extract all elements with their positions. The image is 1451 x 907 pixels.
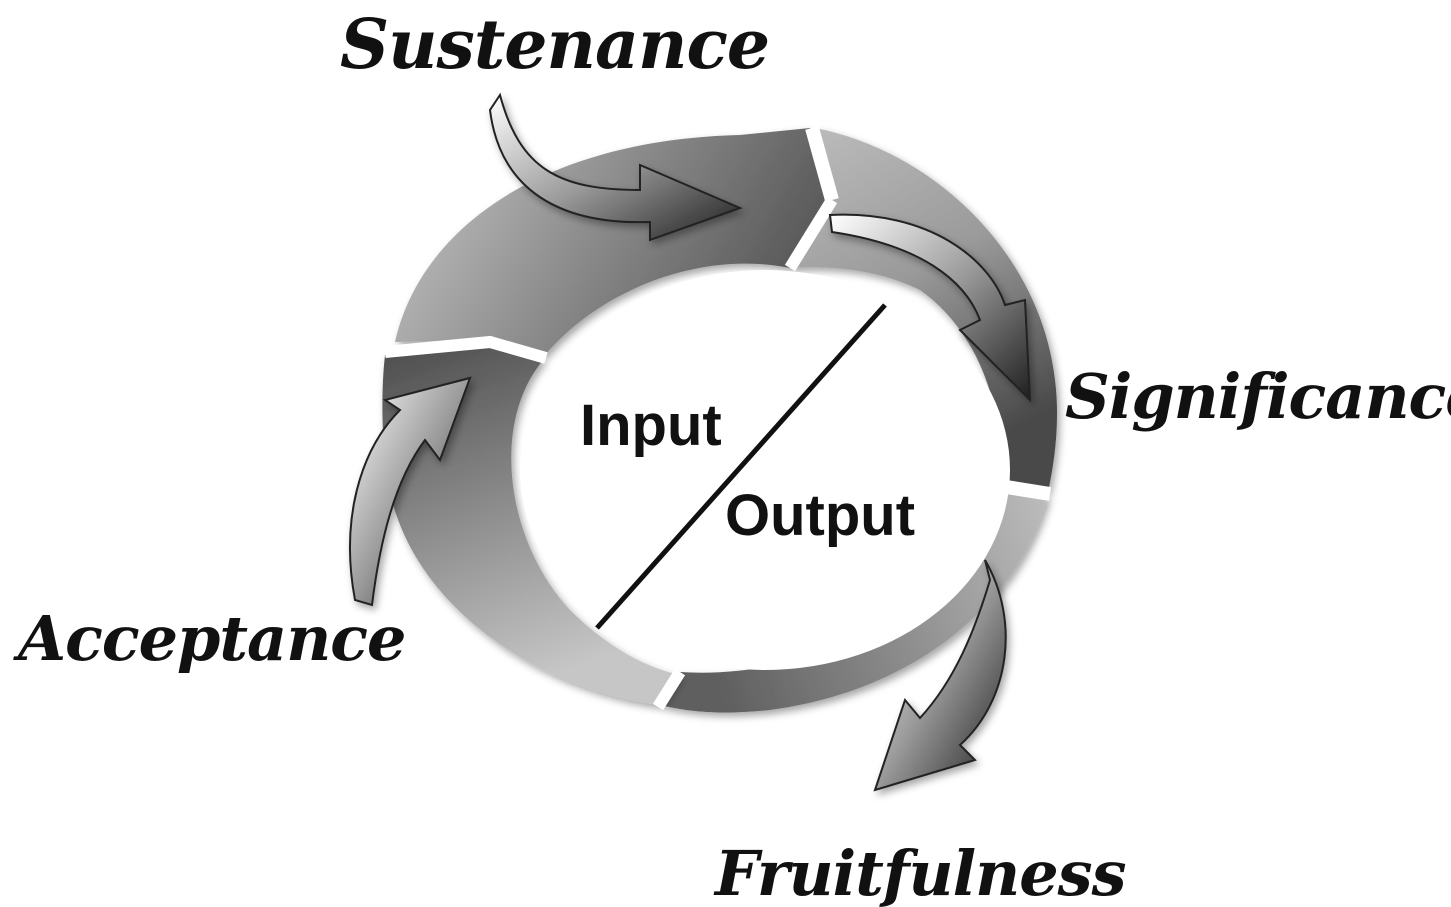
acceptance-label: Acceptance (13, 602, 406, 675)
input-label: Input (580, 393, 722, 458)
divider-line (595, 303, 887, 630)
center-ellipse (520, 270, 1010, 670)
arrow-fruitfulness (873, 559, 1007, 792)
ring-segment-top (395, 128, 832, 355)
arrow-acceptance (349, 376, 472, 607)
output-label: Output (725, 483, 915, 548)
sustenance-label: Sustenance (340, 5, 769, 85)
significance-label: Significance (1065, 360, 1451, 433)
ring-segment-bottom (660, 488, 1048, 713)
arrow-significance (828, 213, 1032, 403)
fruitfulness-label: Fruitfulness (713, 837, 1126, 907)
arrows (349, 92, 1032, 792)
ring-segment-left (382, 345, 680, 705)
arrow-sustenance (488, 92, 743, 242)
